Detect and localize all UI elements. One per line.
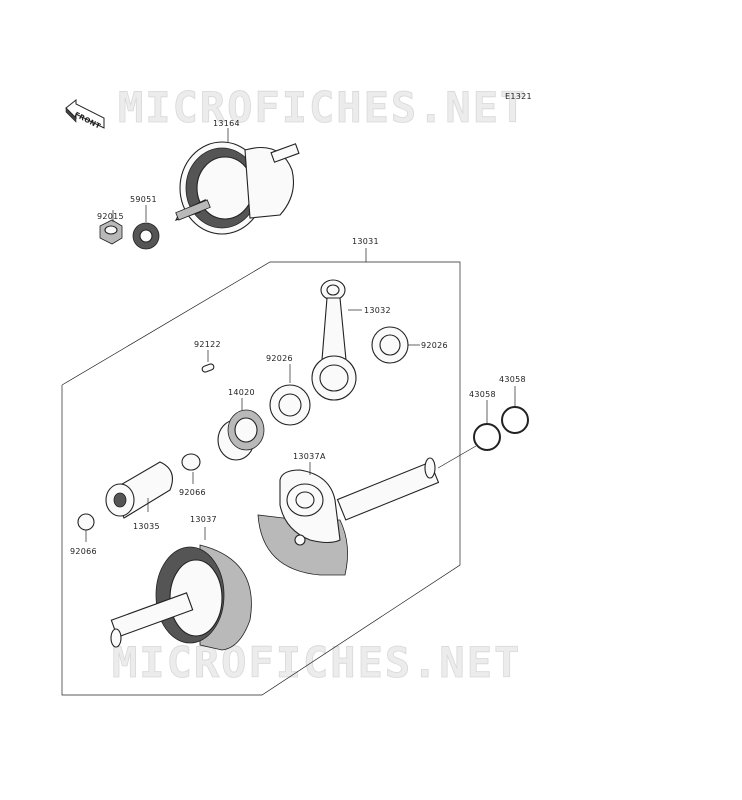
assembly-outline (61, 261, 461, 696)
label-13032: 13032 (364, 306, 391, 315)
bushing-92066-upper (181, 453, 201, 484)
label-13035: 13035 (133, 522, 160, 531)
needle-bearing-14020 (217, 398, 265, 461)
gear-59051 (132, 205, 160, 250)
bushing-92066-lower (77, 513, 95, 542)
crank-pin-13035 (105, 461, 173, 519)
crankshaft-13037 (110, 527, 252, 651)
label-13037: 13037 (190, 515, 217, 524)
pin-92122 (201, 350, 215, 373)
circlip-43058-right (501, 386, 529, 434)
label-59051: 59051 (130, 195, 157, 204)
label-43058-left: 43058 (469, 390, 496, 399)
label-92026-right: 92026 (421, 341, 448, 350)
label-13031: 13031 (352, 237, 379, 246)
watermark-top: MICROFICHES.NET (118, 83, 527, 132)
front-arrow-icon: FRONT (65, 98, 105, 131)
label-92026-left: 92026 (266, 354, 293, 363)
crankshaft-13037A (257, 457, 440, 576)
label-43058-right: 43058 (499, 375, 526, 384)
leader-shaft-circlip (437, 445, 477, 469)
washer-92026-right (371, 326, 420, 364)
connecting-rod-13032 (311, 279, 362, 401)
diagram-code: E1321 (505, 92, 532, 101)
nut-92015 (99, 210, 123, 245)
label-92015: 92015 (97, 212, 124, 221)
label-92066-upper: 92066 (179, 488, 206, 497)
label-92066-lower: 92066 (70, 547, 97, 556)
label-13037A: 13037A (293, 452, 326, 461)
watermark-bottom: MICROFICHES.NET (112, 638, 521, 687)
label-13164: 13164 (213, 119, 240, 128)
label-14020: 14020 (228, 388, 255, 397)
label-92122: 92122 (194, 340, 221, 349)
washer-92026-left (269, 364, 311, 426)
circlip-43058-left (473, 400, 501, 451)
crankshaft-assembly-13164 (174, 128, 300, 235)
